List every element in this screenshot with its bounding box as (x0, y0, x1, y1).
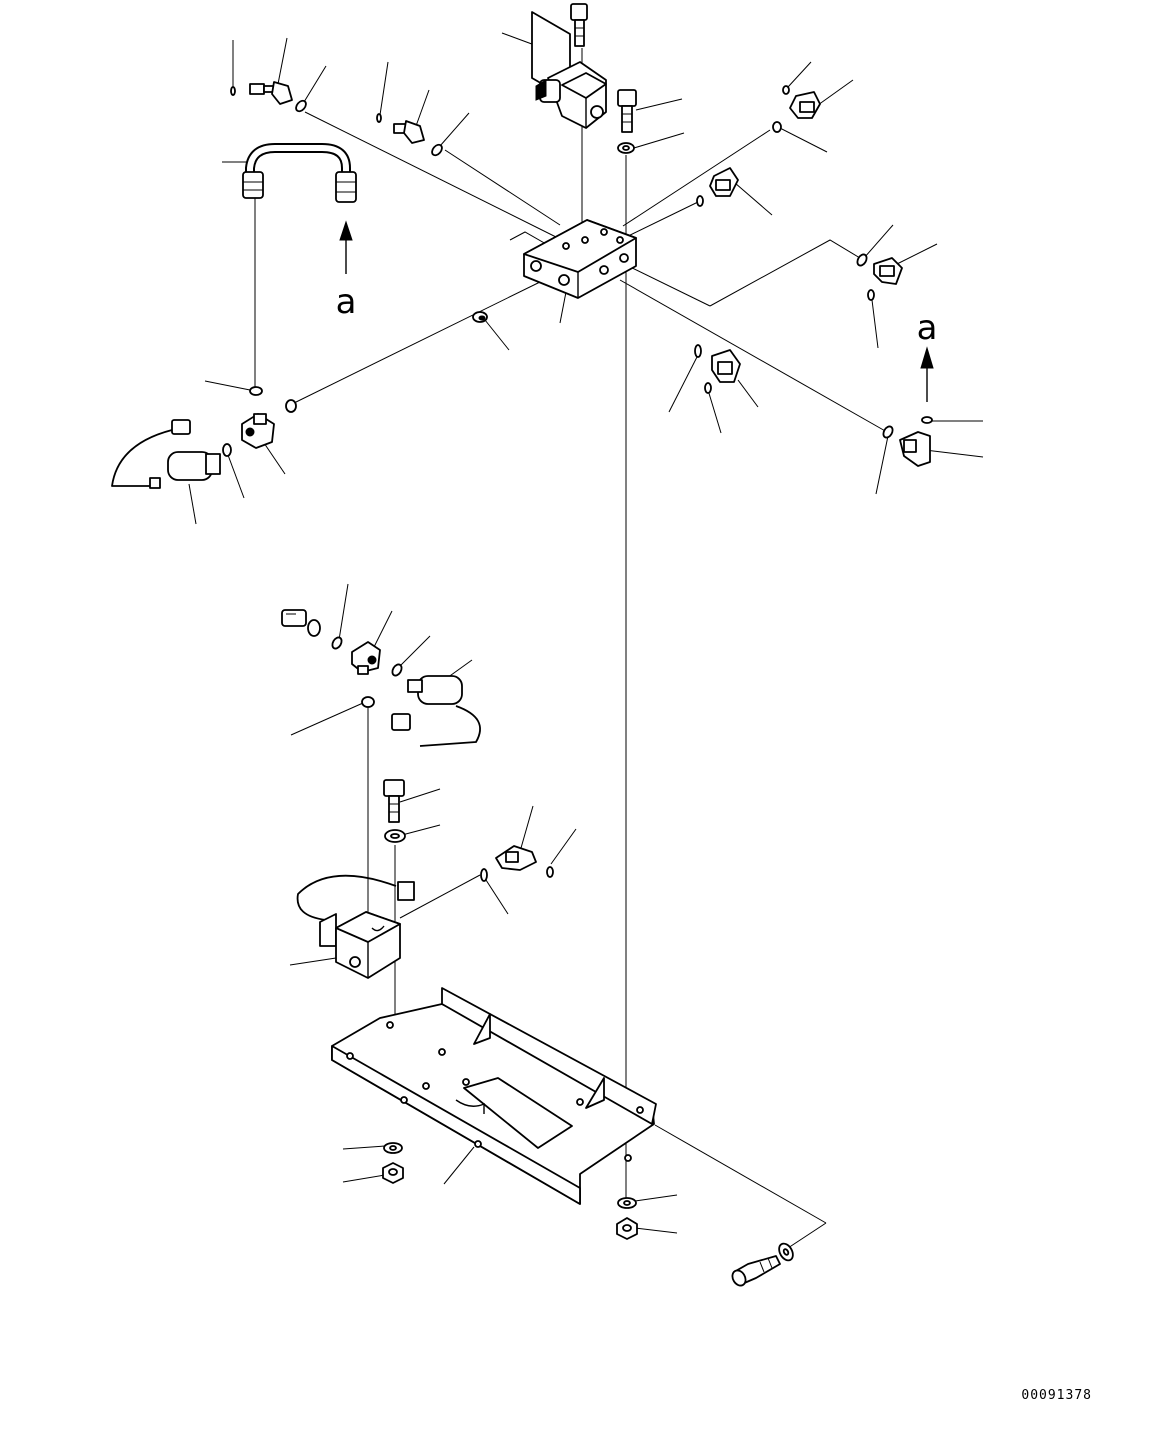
tee-fitting-mid (351, 641, 381, 675)
leader-lines (188, 32, 984, 1234)
o-ring-mid-2 (391, 663, 403, 677)
o-ring-right-3 (867, 289, 875, 301)
o-ring-right-7 (882, 425, 894, 439)
o-ring-right-1 (696, 195, 704, 207)
o-ring-left-3 (222, 443, 232, 457)
elbow-fitting-right-2 (873, 257, 903, 285)
straight-fitting-1 (249, 81, 293, 105)
pressure-switch-mid (391, 675, 481, 747)
o-ring-right-2 (856, 253, 868, 267)
o-ring-3 (431, 143, 443, 157)
elbow-fitting-right-1 (709, 167, 739, 197)
bolt-base-side (731, 1255, 781, 1287)
straight-fitting-2 (393, 120, 425, 144)
callout-letter-top: a (336, 282, 357, 322)
top-solenoid-valve (531, 11, 607, 129)
o-ring-1 (295, 99, 307, 113)
o-ring-lower-1 (546, 866, 554, 878)
u-hose (242, 143, 357, 203)
lower-solenoid-valve (296, 874, 415, 979)
o-ring-mid-1 (331, 636, 343, 650)
o-ring-left-2 (285, 399, 297, 413)
o-ring-2 (376, 113, 382, 123)
drawing-number: 00091378 (1021, 1388, 1092, 1403)
tee-fitting-left (241, 413, 275, 449)
nut-base-left (382, 1162, 404, 1184)
o-ring-top-right-2 (772, 121, 782, 133)
washer-base-side (778, 1242, 794, 1262)
manifold-block (523, 219, 637, 299)
o-ring-lower-2 (480, 868, 488, 882)
o-ring-top-left (230, 86, 236, 96)
nut-base-right (616, 1217, 638, 1240)
pressure-switch-left (111, 419, 221, 489)
bolt-top-right (617, 89, 637, 133)
assembly-lines (254, 48, 888, 1249)
washer-base-right (617, 1197, 637, 1209)
elbow-fitting-right-3 (711, 349, 741, 383)
bolt-lower (383, 779, 405, 823)
callout-letter-right: a (917, 308, 938, 348)
o-ring-right-4 (694, 344, 702, 358)
washer-base-left (383, 1142, 403, 1154)
o-ring-top-right-1 (782, 85, 790, 95)
arrow-up-right (920, 346, 934, 402)
connector-plug-mid (281, 609, 321, 637)
base-plate (331, 987, 657, 1205)
tee-fitting-right (899, 431, 931, 467)
o-ring-left-1 (249, 386, 263, 396)
washer-lower (384, 829, 406, 843)
elbow-fitting-top-right (789, 91, 821, 119)
plug-center (472, 311, 488, 323)
o-ring-right-6 (921, 416, 933, 424)
top-bolt (570, 3, 588, 47)
arrow-up-top (339, 220, 353, 274)
o-ring-mid-3 (361, 696, 375, 708)
washer-top-right (617, 142, 635, 154)
o-ring-right-5 (704, 382, 712, 394)
elbow-fitting-lower (495, 845, 537, 871)
